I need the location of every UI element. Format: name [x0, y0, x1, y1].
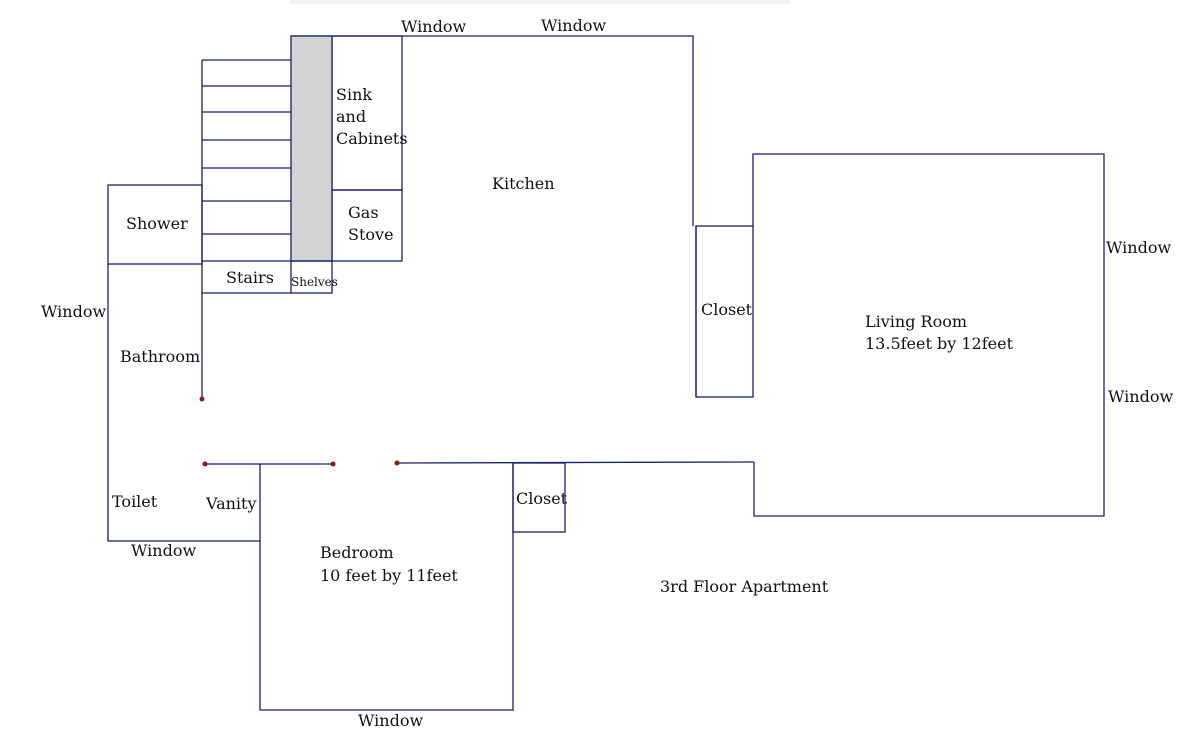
sink-label-line3: Cabinets [336, 129, 408, 148]
living-room-label: Living Room [865, 312, 967, 331]
kitchen-label: Kitchen [492, 174, 555, 193]
toilet-label: Toilet [112, 492, 158, 511]
shelves-label: Shelves [291, 275, 338, 289]
window-label-right-upper: Window [1106, 238, 1171, 257]
door-marker [330, 461, 336, 467]
shelves-box [290, 260, 333, 294]
walls [107, 35, 1105, 711]
bedroom-label: Bedroom [320, 543, 394, 562]
bedroom-closet-label: Closet [516, 489, 568, 508]
shower-label: Shower [126, 214, 188, 233]
door-markers [199, 396, 400, 467]
door-marker [199, 396, 205, 402]
stairs [201, 59, 291, 294]
window-label-top-left: Window [401, 17, 466, 36]
bathroom-label: Bathroom [120, 347, 200, 366]
gas-stove-label-line2: Stove [348, 225, 394, 244]
window-label-bathroom-bottom: Window [131, 541, 196, 560]
shower-block [107, 184, 203, 265]
window-label-right-lower: Window [1108, 387, 1173, 406]
top-shadow [290, 0, 790, 4]
hall-wall [396, 461, 755, 464]
bathroom-walls [107, 264, 260, 542]
labels: Window Window Sink and Cabinets Gas Stov… [41, 16, 1173, 730]
vanity-label: Vanity [205, 494, 257, 513]
kitchen-closet-label: Closet [701, 300, 753, 319]
window-label-top-right: Window [541, 16, 606, 35]
sink-label-line2: and [336, 107, 366, 126]
stairs-label: Stairs [226, 268, 274, 287]
bedroom-closet [512, 462, 566, 533]
window-label-bedroom-bottom: Window [358, 711, 423, 730]
kitchen-top-wall [291, 35, 694, 226]
kitchen-closet [695, 225, 754, 398]
bedroom-size: 10 feet by 11feet [320, 566, 458, 585]
window-label-left: Window [41, 302, 106, 321]
bedroom-walls [259, 463, 514, 711]
door-marker [394, 460, 400, 466]
living-room-walls [752, 153, 1105, 517]
apartment-title: 3rd Floor Apartment [660, 577, 829, 596]
sink-label-line1: Sink [336, 85, 372, 104]
shelving-column [290, 35, 333, 262]
door-marker [202, 461, 208, 467]
gas-stove-label-line1: Gas [348, 203, 379, 222]
living-room-size: 13.5feet by 12feet [865, 334, 1014, 353]
